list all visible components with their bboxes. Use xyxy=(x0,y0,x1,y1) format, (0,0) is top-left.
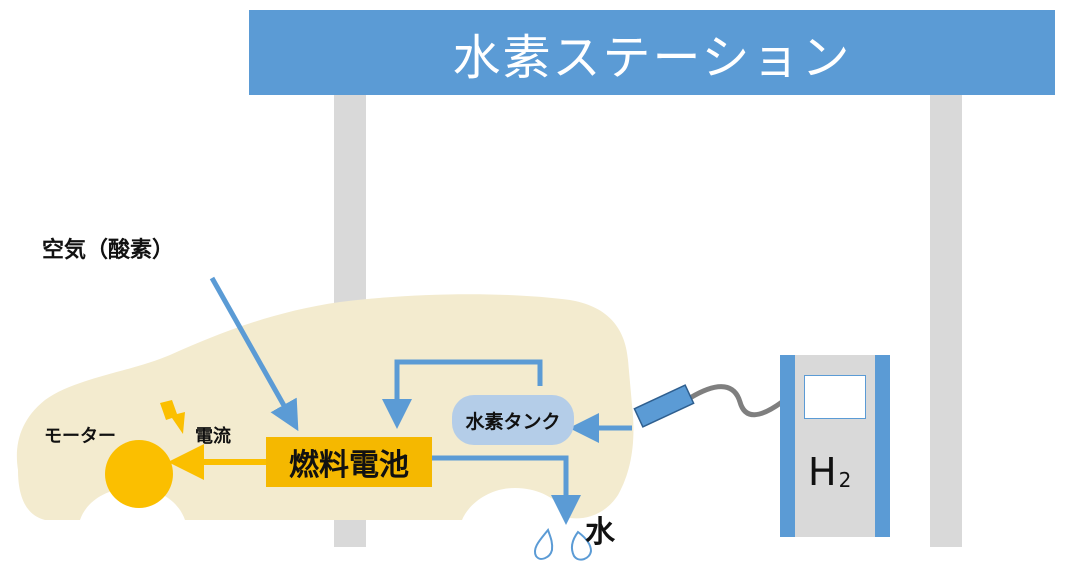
lightning-icon xyxy=(160,400,185,434)
station-title: 水素ステーション xyxy=(452,29,852,86)
fuel-nozzle xyxy=(633,384,695,428)
motor-label: モーター xyxy=(44,426,116,447)
motor-icon xyxy=(105,440,173,508)
air-arrow xyxy=(209,276,299,432)
hydrogen-tank: 水素タンク xyxy=(452,395,574,445)
dispenser-right-stripe xyxy=(875,355,890,537)
water-arrow xyxy=(432,455,581,525)
fuel-cell-block: 燃料電池 xyxy=(266,437,432,487)
dispenser-left-stripe xyxy=(780,355,795,537)
hydrogen-supply-arrow xyxy=(382,359,543,429)
water-drop-icon xyxy=(570,530,593,561)
water-label: 水 xyxy=(585,515,615,550)
fuel-cell-label: 燃料電池 xyxy=(289,448,409,483)
dispenser-screen xyxy=(804,375,866,419)
right-pillar xyxy=(930,95,962,547)
fuel-hose xyxy=(688,384,784,418)
station-banner: 水素ステーション xyxy=(249,10,1055,95)
h2-symbol-letter: H xyxy=(808,450,837,494)
hydrogen-tank-label: 水素タンク xyxy=(465,410,561,433)
air-label: 空気（酸素） xyxy=(42,238,175,263)
h2-symbol-subscript: 2 xyxy=(838,468,852,492)
current-label: 電流 xyxy=(195,426,231,447)
water-drop-icon xyxy=(534,527,554,560)
